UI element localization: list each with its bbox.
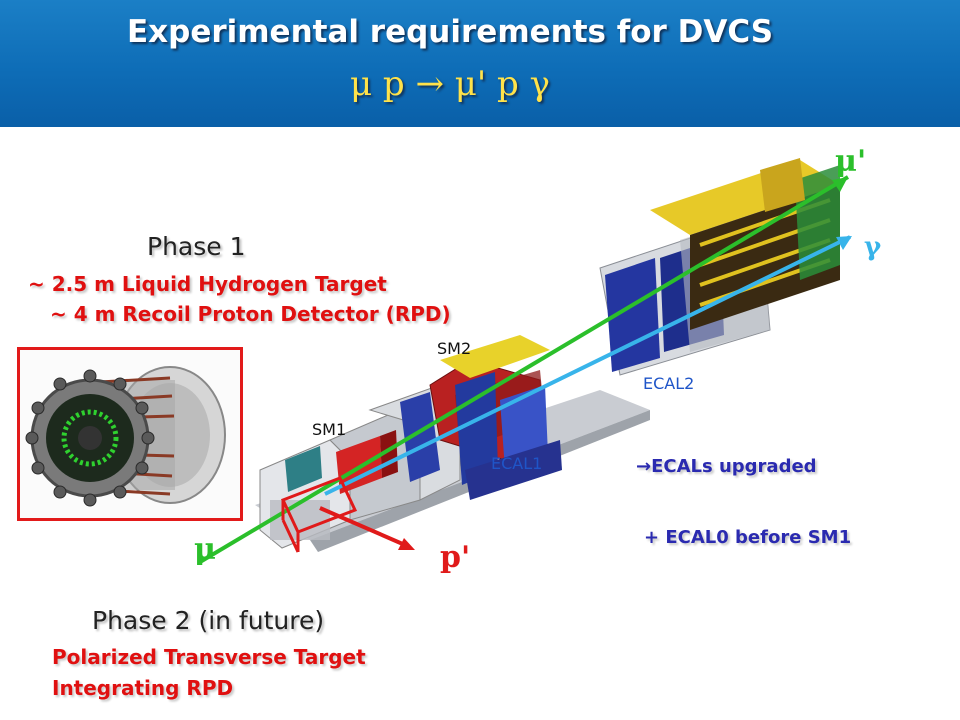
ecal2-label: ECAL2 <box>643 374 695 393</box>
phase2-title: Phase 2 (in future) <box>92 606 325 635</box>
rpd-detector-drawing <box>25 366 226 507</box>
mu-label: μ <box>194 532 216 567</box>
phase1-title: Phase 1 <box>147 232 246 261</box>
sm1-label: SM1 <box>312 420 347 439</box>
slide-header: Experimental requirements for DVCS μ p →… <box>0 0 960 127</box>
photon-track <box>324 235 851 496</box>
sm2-label: SM2 <box>437 339 472 358</box>
proton-track <box>319 506 406 547</box>
rpd-inset-image <box>17 347 243 521</box>
p-prime-label: p' <box>440 540 471 575</box>
proton-track-arrowhead <box>398 538 415 550</box>
phase2-target-line: Polarized Transverse Target <box>52 645 366 669</box>
phase2-rpd-line: Integrating RPD <box>52 676 234 700</box>
gamma-label: γ <box>864 232 882 262</box>
muon-track-arrowhead <box>832 177 848 192</box>
reaction-formula: μ p → μ' p γ <box>350 64 550 104</box>
photon-track-arrowhead <box>836 236 852 250</box>
sm2-magnet <box>429 335 562 500</box>
mu-prime-label: μ' <box>835 144 867 179</box>
phase1-target-line: ~ 2.5 m Liquid Hydrogen Target <box>28 272 387 296</box>
phase1-rpd-line: ~ 4 m Recoil Proton Detector (RPD) <box>50 302 451 326</box>
target-box <box>280 476 358 553</box>
ecal1-label: ECAL1 <box>491 454 543 473</box>
ecal0-note: + ECAL0 before SM1 <box>644 527 852 548</box>
ecal-upgrade-note: →ECALs upgraded <box>636 456 817 477</box>
ecal2-station <box>599 158 840 376</box>
slide-title: Experimental requirements for DVCS <box>126 14 774 50</box>
muon-track <box>198 175 850 564</box>
